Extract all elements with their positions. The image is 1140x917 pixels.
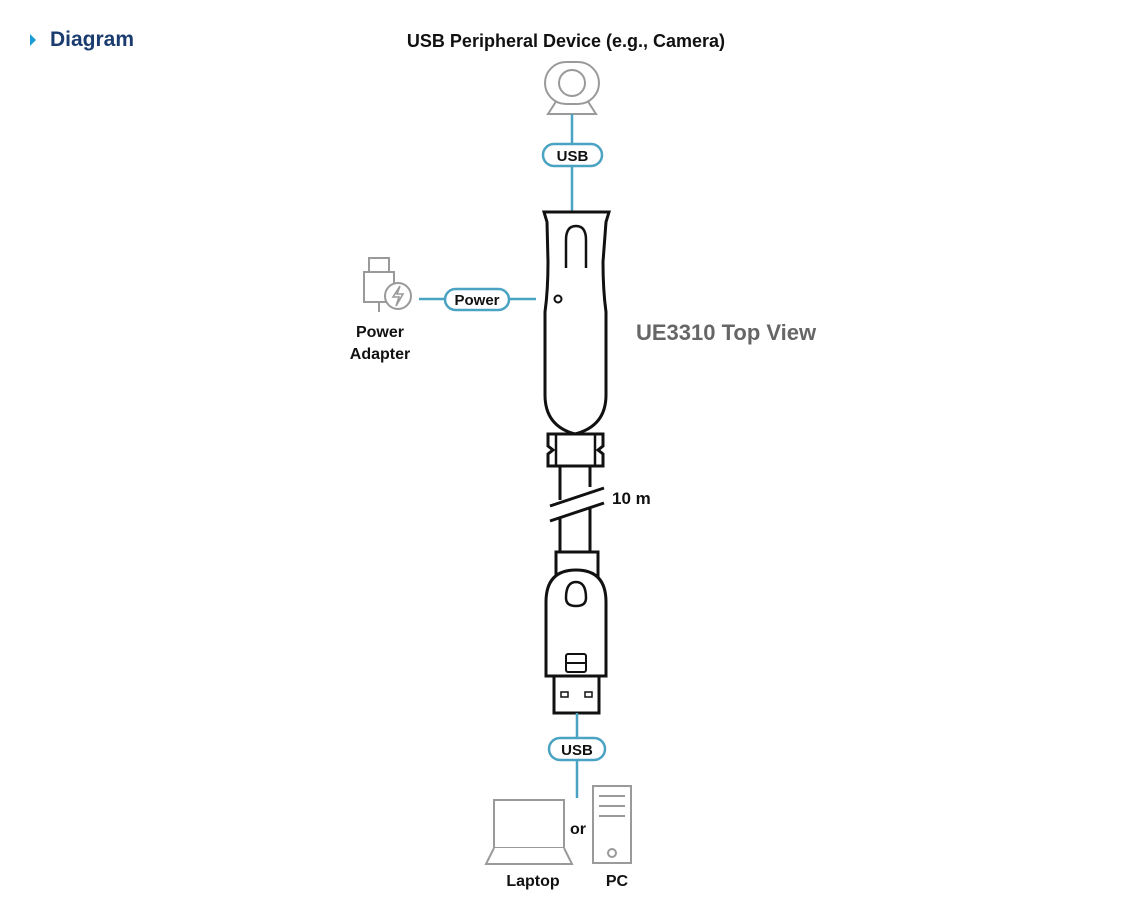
ue3310-device xyxy=(541,210,612,468)
desktop-pc-icon xyxy=(592,785,632,864)
led-indicator xyxy=(553,294,563,304)
peripheral-label: USB Peripheral Device (e.g., Camera) xyxy=(407,31,725,51)
power-link: Power xyxy=(419,287,536,312)
bullet-arrow-icon xyxy=(30,34,36,46)
or-label: or xyxy=(570,821,586,838)
section-title: Diagram xyxy=(50,28,135,51)
pc-label: PC xyxy=(606,873,629,890)
usb-a-plug xyxy=(544,550,608,715)
usb-top-label: USB xyxy=(557,148,589,165)
power-adapter-icon xyxy=(363,257,412,312)
usb-bottom-link: USB xyxy=(547,713,607,798)
cable-length-label: 10 m xyxy=(612,489,651,508)
usb-bottom-label: USB xyxy=(561,742,593,759)
cable xyxy=(549,466,605,552)
power-label: Power xyxy=(454,292,499,309)
laptop-label: Laptop xyxy=(506,873,560,890)
webcam-icon xyxy=(544,61,600,115)
section-header: Diagram xyxy=(30,28,134,52)
laptop-icon xyxy=(484,799,574,865)
usb-top-link: USB xyxy=(541,114,604,212)
power-adapter-label-line1: Power xyxy=(356,324,404,341)
product-label: UE3310 Top View xyxy=(636,320,817,345)
power-adapter-label-line2: Adapter xyxy=(350,346,410,363)
